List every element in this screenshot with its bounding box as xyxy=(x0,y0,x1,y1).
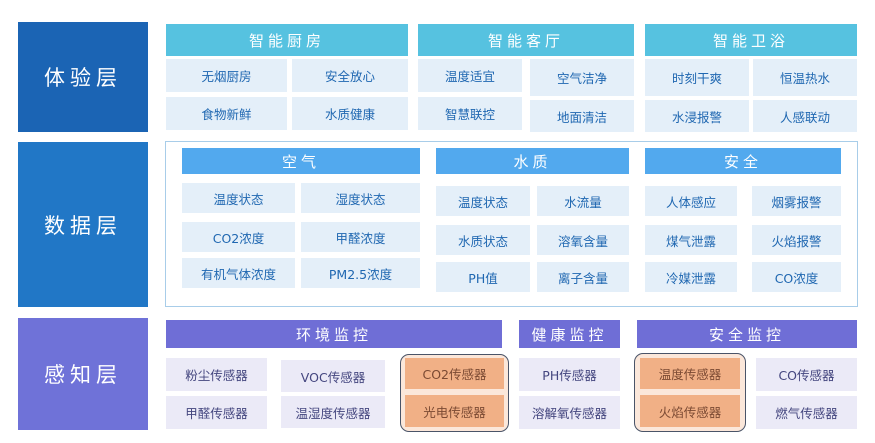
experience-item: 时刻干爽 xyxy=(645,59,749,96)
perception-item: 燃气传感器 xyxy=(756,396,857,429)
data-item: 烟雾报警 xyxy=(752,186,841,216)
data-item: 煤气泄露 xyxy=(645,225,737,255)
data-item: 甲醛浓度 xyxy=(301,222,420,252)
experience-item: 安全放心 xyxy=(292,59,408,92)
perception-item: 温湿度传感器 xyxy=(281,396,385,428)
data-item: 人体感应 xyxy=(645,186,737,216)
perception-item: 火焰传感器 xyxy=(640,395,740,427)
data-header-water: 水质 xyxy=(436,148,629,174)
experience-item: 地面清洁 xyxy=(530,100,634,132)
experience-item: 恒温热水 xyxy=(753,59,857,96)
data-item: PH值 xyxy=(436,262,530,292)
perception-item: 光电传感器 xyxy=(405,395,504,427)
layer-label-experience: 体验层 xyxy=(18,22,148,132)
data-item: 冷媒泄露 xyxy=(645,262,737,292)
experience-item: 水质健康 xyxy=(292,97,408,130)
data-item: CO浓度 xyxy=(752,262,841,292)
data-item: 湿度状态 xyxy=(301,183,420,213)
experience-item: 无烟厨房 xyxy=(166,59,287,92)
perception-item: 甲醛传感器 xyxy=(166,396,267,429)
experience-item: 空气洁净 xyxy=(530,59,634,96)
experience-item: 智慧联控 xyxy=(418,97,522,130)
experience-header-living: 智能客厅 xyxy=(418,24,634,56)
layer-label-perception: 感知层 xyxy=(18,318,148,430)
data-item: 水流量 xyxy=(537,186,629,216)
experience-header-kitchen: 智能厨房 xyxy=(166,24,408,56)
data-item: 温度状态 xyxy=(436,186,530,216)
perception-header-env: 环境监控 xyxy=(166,320,502,348)
perception-item: 温度传感器 xyxy=(640,358,740,389)
data-item: 有机气体浓度 xyxy=(182,258,295,288)
experience-header-bath: 智能卫浴 xyxy=(645,24,857,56)
data-item: CO2浓度 xyxy=(182,222,295,252)
perception-item: CO传感器 xyxy=(756,358,857,391)
experience-item: 温度适宜 xyxy=(418,59,522,92)
perception-header-health: 健康监控 xyxy=(519,320,620,348)
data-item: 溶氧含量 xyxy=(537,225,629,255)
data-item: 水质状态 xyxy=(436,225,530,255)
perception-item: 粉尘传感器 xyxy=(166,358,267,391)
perception-header-safety: 安全监控 xyxy=(637,320,857,348)
data-item: 火焰报警 xyxy=(752,225,841,255)
perception-item: PH传感器 xyxy=(519,358,620,391)
experience-item: 人感联动 xyxy=(753,100,857,132)
experience-item: 食物新鲜 xyxy=(166,97,287,130)
layer-label-data: 数据层 xyxy=(18,142,148,307)
data-item: 离子含量 xyxy=(537,262,629,292)
experience-item: 水浸报警 xyxy=(645,100,749,132)
perception-item: CO2传感器 xyxy=(405,358,504,389)
perception-item: VOC传感器 xyxy=(281,360,385,392)
perception-item: 溶解氧传感器 xyxy=(519,396,620,429)
data-header-safety: 安全 xyxy=(645,148,841,174)
data-item: 温度状态 xyxy=(182,183,295,213)
data-header-air: 空气 xyxy=(182,148,420,174)
data-item: PM2.5浓度 xyxy=(301,258,420,288)
